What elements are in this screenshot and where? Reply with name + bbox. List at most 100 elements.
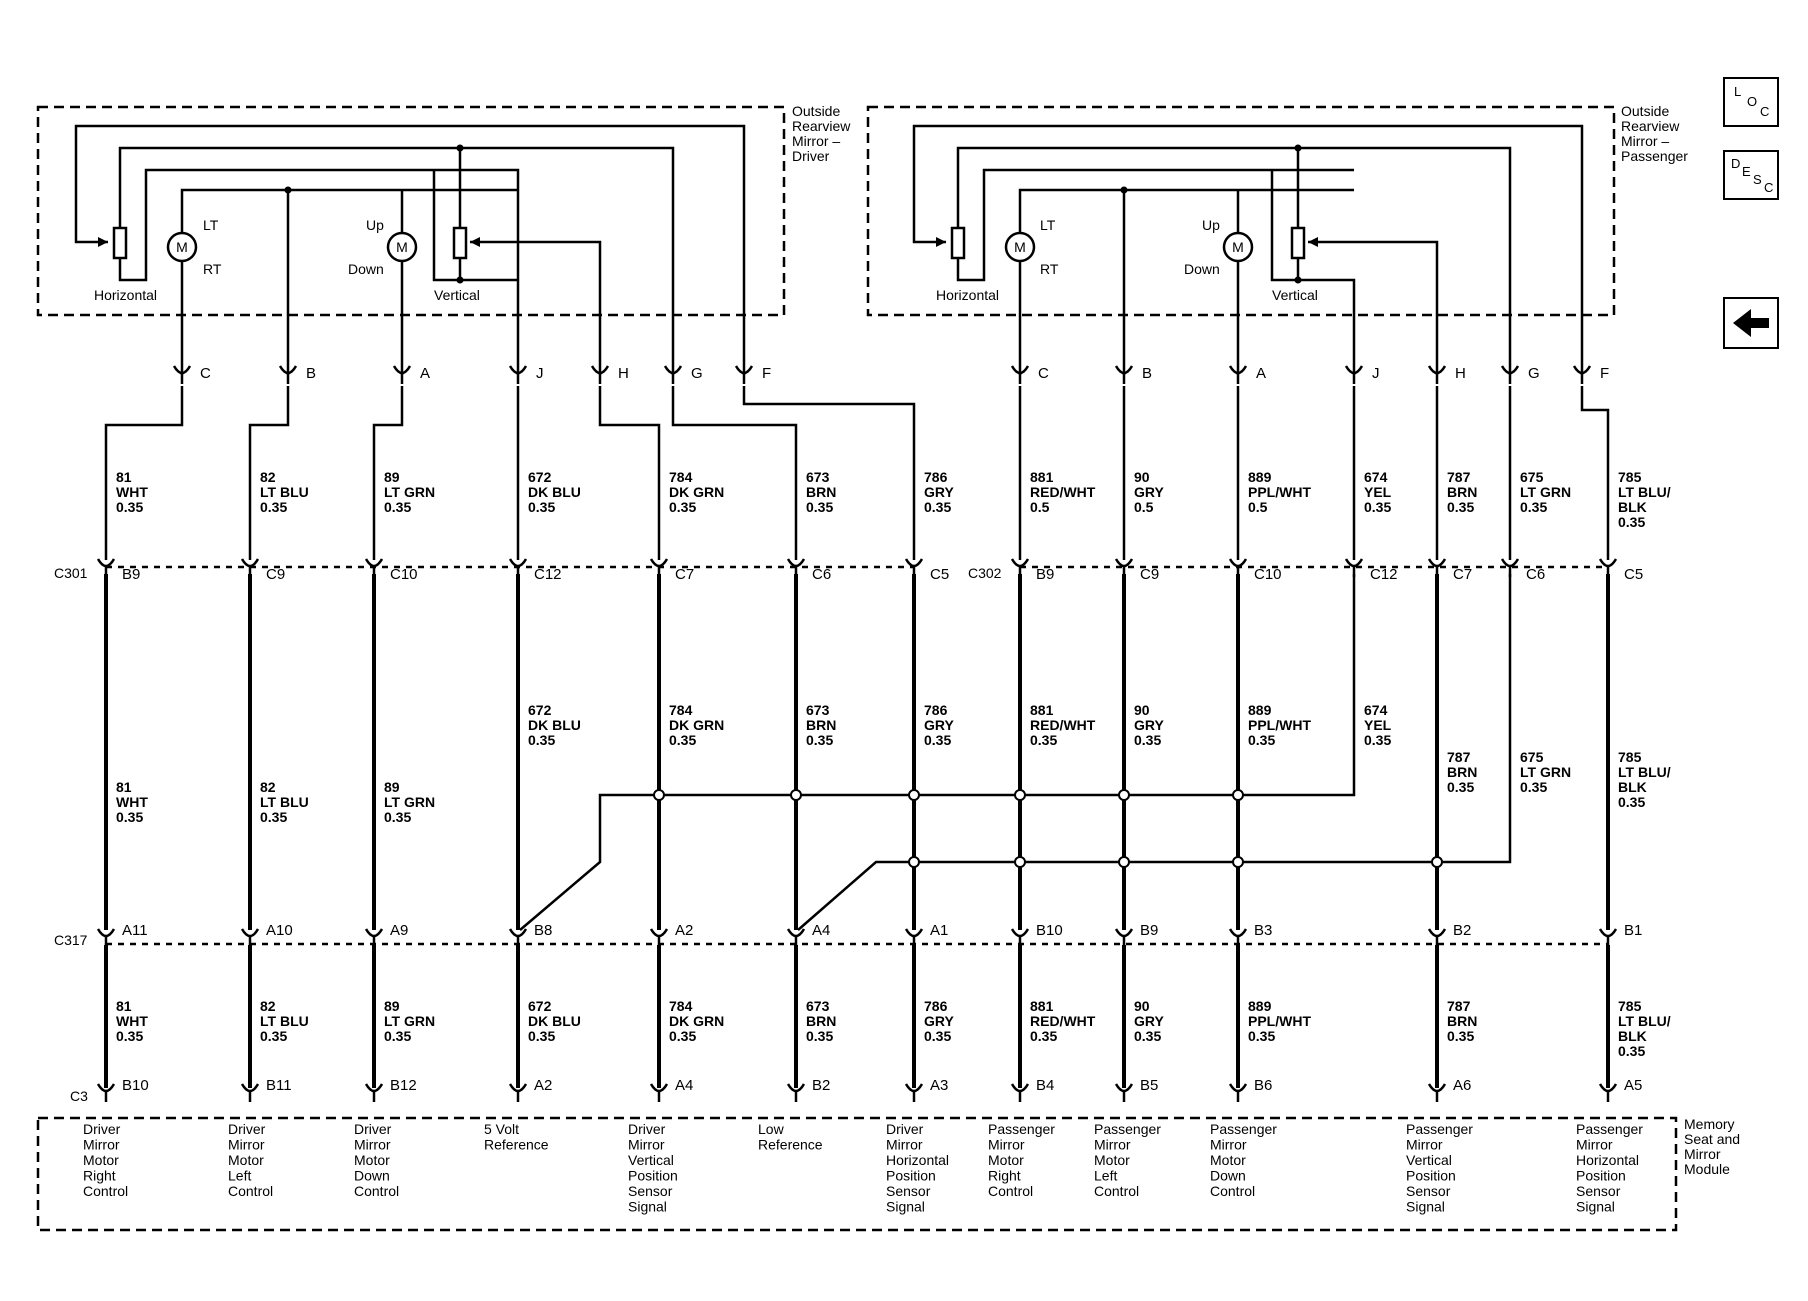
wire-label: BRN [806, 1013, 836, 1029]
module-function-label: Low [758, 1121, 785, 1137]
wire-label: 0.35 [1447, 779, 1474, 795]
wire-label: 0.35 [528, 1028, 555, 1044]
c3-pin-B12 [364, 1083, 384, 1102]
wire-label: 0.35 [384, 809, 411, 825]
module-function-label: Control [988, 1183, 1033, 1199]
wire-label: 881 [1030, 702, 1054, 718]
svg-text:Rearview: Rearview [792, 118, 851, 134]
svg-text:Vertical: Vertical [434, 287, 480, 303]
c302-pin-label: B9 [1036, 566, 1054, 583]
wire-label: 90 [1134, 469, 1150, 485]
module-function-label: Mirror [228, 1137, 265, 1153]
wire-label: PPL/WHT [1248, 717, 1311, 733]
wire-label: LT BLU [260, 1013, 309, 1029]
wire-label: DK GRN [669, 1013, 724, 1029]
wire-label: 0.35 [116, 499, 143, 515]
c317-pin-A11 [96, 928, 116, 947]
module-function-label: Mirror [83, 1137, 120, 1153]
c317-pin-A4 [786, 928, 806, 947]
module-function-label: Reference [484, 1137, 549, 1153]
svg-text:Rearview: Rearview [1621, 118, 1680, 134]
module-function-label: Driver [628, 1121, 666, 1137]
wire-label: 0.35 [1248, 1028, 1275, 1044]
svg-text:Outside: Outside [792, 103, 840, 119]
wire-label: 82 [260, 779, 276, 795]
c317-pin-label: A10 [266, 922, 293, 939]
passenger-mirror-pin-C [1010, 365, 1030, 384]
c3-pin-B11 [240, 1083, 260, 1102]
c3-pin-A6 [1427, 1083, 1447, 1102]
wire-label: 0.35 [1447, 1028, 1474, 1044]
passenger-mirror-pin-label: A [1256, 365, 1266, 382]
module-function-label: Passenger [1210, 1121, 1277, 1137]
driver-mirror-pin-A [392, 365, 412, 384]
middle-wiring [104, 574, 1610, 931]
c317-pin-label: A9 [390, 922, 408, 939]
c3-pin-B2 [786, 1083, 806, 1102]
desc-button[interactable]: D E S C [1723, 150, 1779, 200]
wire-label: GRY [1134, 1013, 1164, 1029]
c3-pin-A4 [649, 1083, 669, 1102]
module-function-label: Passenger [988, 1121, 1055, 1137]
wire-label: 0.35 [1134, 1028, 1161, 1044]
c317-pin-B9 [1114, 928, 1134, 947]
wire-label: 0.35 [1364, 732, 1391, 748]
c302-pin-label: C6 [1526, 566, 1545, 583]
svg-text:LT: LT [1040, 217, 1056, 233]
wire-label: 889 [1248, 702, 1272, 718]
module-function-label: Position [628, 1168, 678, 1184]
wire-label: 0.35 [260, 499, 287, 515]
c302-pin-B9 [1010, 558, 1030, 577]
c302-pin-label: C5 [1624, 566, 1643, 583]
module-function-label: Driver [228, 1121, 266, 1137]
back-button[interactable] [1723, 297, 1779, 349]
module-function-label: Driver [83, 1121, 121, 1137]
wire-label: 0.35 [924, 732, 951, 748]
wire-label: 0.35 [1134, 732, 1161, 748]
wire-label: 675 [1520, 469, 1544, 485]
module-function-label: Control [1094, 1183, 1139, 1199]
wire-label: 675 [1520, 749, 1544, 765]
c302-pin-label: C10 [1254, 566, 1282, 583]
svg-text:LT: LT [203, 217, 219, 233]
passenger-mirror-pin-F [1572, 365, 1592, 384]
module-function-label: Reference [758, 1137, 823, 1153]
c317-label: C317 [54, 932, 88, 948]
module-function-label: Down [1210, 1168, 1246, 1184]
wire-label: WHT [116, 484, 148, 500]
module-function-label: Control [228, 1183, 273, 1199]
wire-label: 784 [669, 469, 693, 485]
wire-label: BRN [1447, 1013, 1477, 1029]
module-function-label: Right [83, 1168, 116, 1184]
wire-label: 0.35 [260, 1028, 287, 1044]
passenger-mirror-pin-G [1500, 365, 1520, 384]
c317-pin-B3 [1228, 928, 1248, 947]
module-function-label: Signal [628, 1199, 667, 1215]
svg-text:Module: Module [1684, 1161, 1730, 1177]
c302-pin-C6 [1500, 558, 1520, 577]
wire-label: 672 [528, 469, 552, 485]
wire-label: 785 [1618, 998, 1642, 1014]
c301-pin-C7 [649, 558, 669, 577]
wire-label: GRY [924, 484, 954, 500]
driver-mirror-pin-label: J [536, 365, 544, 382]
wire-label: 0.35 [384, 499, 411, 515]
c3-pin-B6 [1228, 1083, 1248, 1102]
wire-label: 0.35 [116, 809, 143, 825]
wire-label: 673 [806, 702, 830, 718]
loc-button[interactable]: L O C [1723, 77, 1779, 127]
passenger-mirror-pin-label: G [1528, 365, 1540, 382]
memory-module-title: Memory Seat and Mirror Module [1684, 1116, 1740, 1177]
svg-text:Mirror –: Mirror – [1621, 133, 1669, 149]
wire-label: 0.35 [1364, 499, 1391, 515]
c302-label: C302 [968, 565, 1002, 581]
wire-label: BRN [1447, 484, 1477, 500]
c317-pin-B10 [1010, 928, 1030, 947]
driver-mirror-pin-label: G [691, 365, 703, 382]
wire-label: LT GRN [1520, 764, 1571, 780]
svg-text:RT: RT [203, 261, 222, 277]
module-function-label: Right [988, 1168, 1021, 1184]
wire-label: 889 [1248, 469, 1272, 485]
svg-text:Seat and: Seat and [1684, 1131, 1740, 1147]
module-function-label: Driver [886, 1121, 924, 1137]
